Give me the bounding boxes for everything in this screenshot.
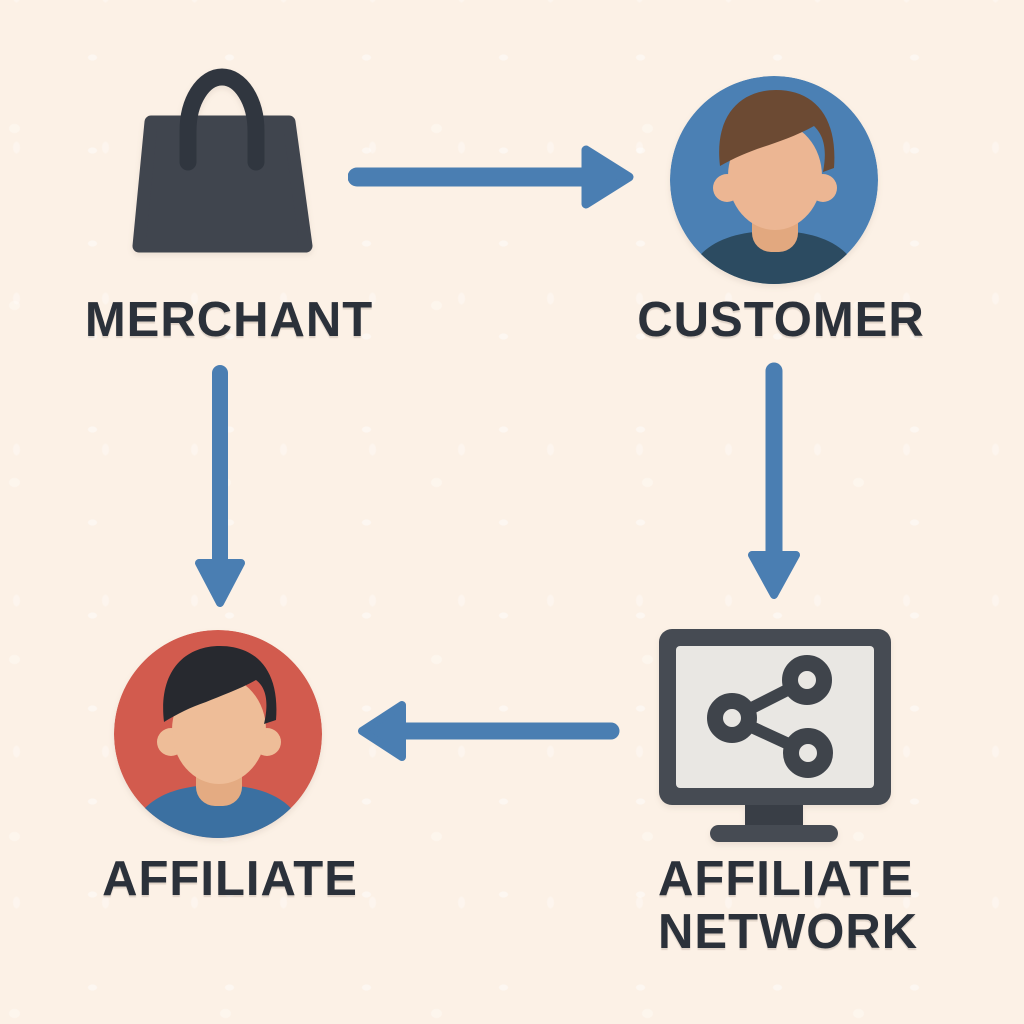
customer-avatar-icon: [670, 76, 878, 284]
node-merchant: [130, 56, 320, 268]
arrow-customer-to-network: [748, 362, 800, 599]
monitor-base: [710, 825, 838, 842]
monitor-screen: [676, 646, 874, 788]
affiliate-network-label: AFFILIATE NETWORK: [658, 853, 918, 959]
share-glyph: [707, 655, 833, 778]
node-customer: [670, 76, 878, 284]
arrow-merchant-to-affiliate: [195, 365, 245, 607]
node-affiliate-network: [656, 624, 894, 842]
bag-handle: [179, 68, 265, 171]
avatar-hair: [163, 646, 277, 724]
customer-label: CUSTOMER: [637, 293, 925, 347]
arrow-merchant-to-customer: [348, 145, 634, 209]
affiliate-avatar-icon: [114, 630, 322, 838]
affiliate-network-label-line2: NETWORK: [658, 905, 919, 959]
avatar-shirt: [686, 232, 862, 284]
node-affiliate: [114, 630, 322, 838]
affiliate-label: AFFILIATE: [102, 852, 358, 906]
merchant-label: MERCHANT: [84, 293, 374, 347]
avatar-hair: [719, 90, 835, 172]
bag-body: [132, 115, 313, 253]
affiliate-network-label-line1: AFFILIATE: [658, 852, 914, 906]
avatar-shirt: [130, 786, 306, 838]
monitor-share-icon: [659, 629, 891, 842]
arrow-network-to-affiliate: [358, 701, 620, 761]
shopping-bag-icon: [132, 68, 313, 253]
